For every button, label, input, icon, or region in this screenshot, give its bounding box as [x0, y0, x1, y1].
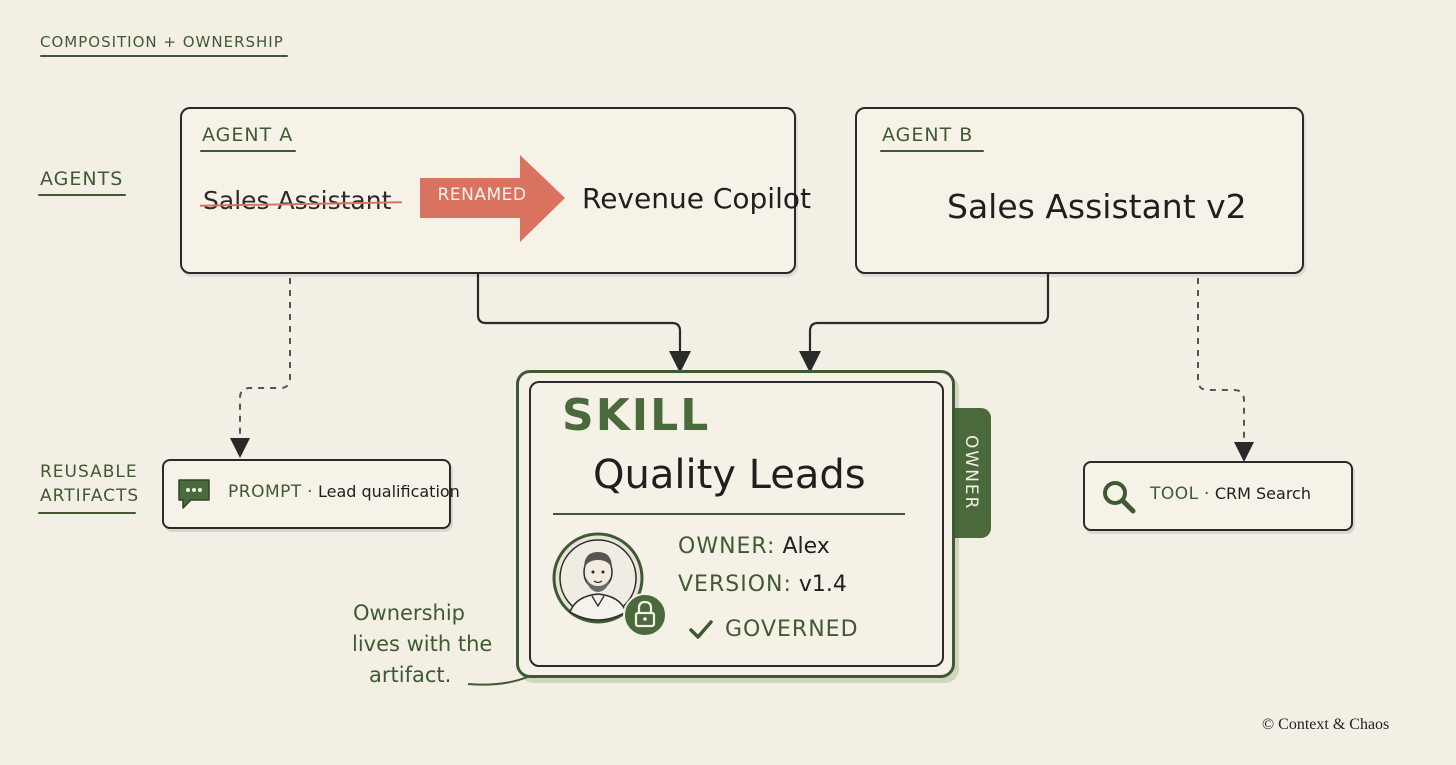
agent-a-to-prompt-dashed — [230, 278, 291, 458]
agent-b-card — [855, 107, 1304, 274]
skill-name: Quality Leads — [593, 452, 866, 498]
agent-a-new-name: Revenue Copilot — [582, 182, 811, 215]
avatar — [552, 532, 644, 624]
tool-name: CRM Search — [1214, 484, 1311, 503]
copyright-text: © Context & Chaos — [1262, 716, 1390, 733]
page-title: COMPOSITION + OWNERSHIP — [40, 33, 284, 51]
page-title-underline — [40, 55, 288, 57]
skill-divider — [553, 513, 905, 515]
owner-tab — [951, 408, 991, 538]
skill-heading: SKILL — [562, 390, 711, 441]
artifacts-row-underline — [38, 512, 136, 514]
owner-key: OWNER: — [678, 534, 776, 559]
artifacts-row-label-2: ARTIFACTS — [40, 486, 140, 506]
renamed-arrow-icon — [420, 155, 565, 242]
skill-card — [516, 370, 955, 678]
governed-status: GOVERNED — [725, 617, 859, 642]
agent-a-to-skill-line — [476, 272, 691, 373]
owner-value: Alex — [782, 534, 830, 559]
skill-card-inner-border — [529, 381, 944, 667]
chat-bubble-icon — [178, 479, 210, 509]
checkmark-icon — [689, 620, 713, 639]
agent-b-to-tool-dashed — [1197, 278, 1254, 462]
search-icon — [1103, 481, 1136, 514]
prompt-name: Lead qualification — [317, 482, 460, 501]
annotation-line-2: lives with the — [352, 632, 493, 656]
agents-row-label: AGENTS — [40, 168, 124, 190]
prompt-type: PROMPT — [228, 482, 302, 502]
tool-type: TOOL — [1150, 484, 1199, 504]
tool-separator: · — [1204, 484, 1210, 504]
owner-tab-label: OWNER — [961, 435, 981, 511]
renamed-badge: RENAMED — [437, 185, 527, 205]
annotation-line-1: Ownership — [353, 601, 465, 625]
annotation-line-3: artifact. — [369, 663, 452, 687]
agent-b-label: AGENT B — [882, 124, 974, 146]
tool-artifact-text: TOOL · CRM Search — [1150, 484, 1311, 504]
prompt-artifact-card — [162, 459, 451, 529]
agent-a-old-name: Sales Assistant — [203, 186, 392, 215]
agent-a-label-underline — [200, 150, 296, 152]
agent-b-name: Sales Assistant v2 — [947, 187, 1247, 226]
tool-artifact-card — [1083, 461, 1353, 531]
agent-b-to-skill-line — [799, 272, 1050, 373]
artifacts-row-label-1: REUSABLE — [40, 462, 138, 482]
prompt-artifact-text: PROMPT · Lead qualification — [228, 482, 460, 502]
prompt-separator: · — [307, 482, 313, 502]
lock-icon — [623, 593, 667, 637]
agent-a-label: AGENT A — [202, 124, 294, 146]
version-value: v1.4 — [798, 572, 847, 597]
owner-line: OWNER: Alex — [678, 534, 830, 559]
version-line: VERSION: v1.4 — [678, 572, 847, 597]
version-key: VERSION: — [678, 572, 792, 597]
agents-row-underline — [38, 194, 126, 196]
agent-b-label-underline — [880, 150, 984, 152]
